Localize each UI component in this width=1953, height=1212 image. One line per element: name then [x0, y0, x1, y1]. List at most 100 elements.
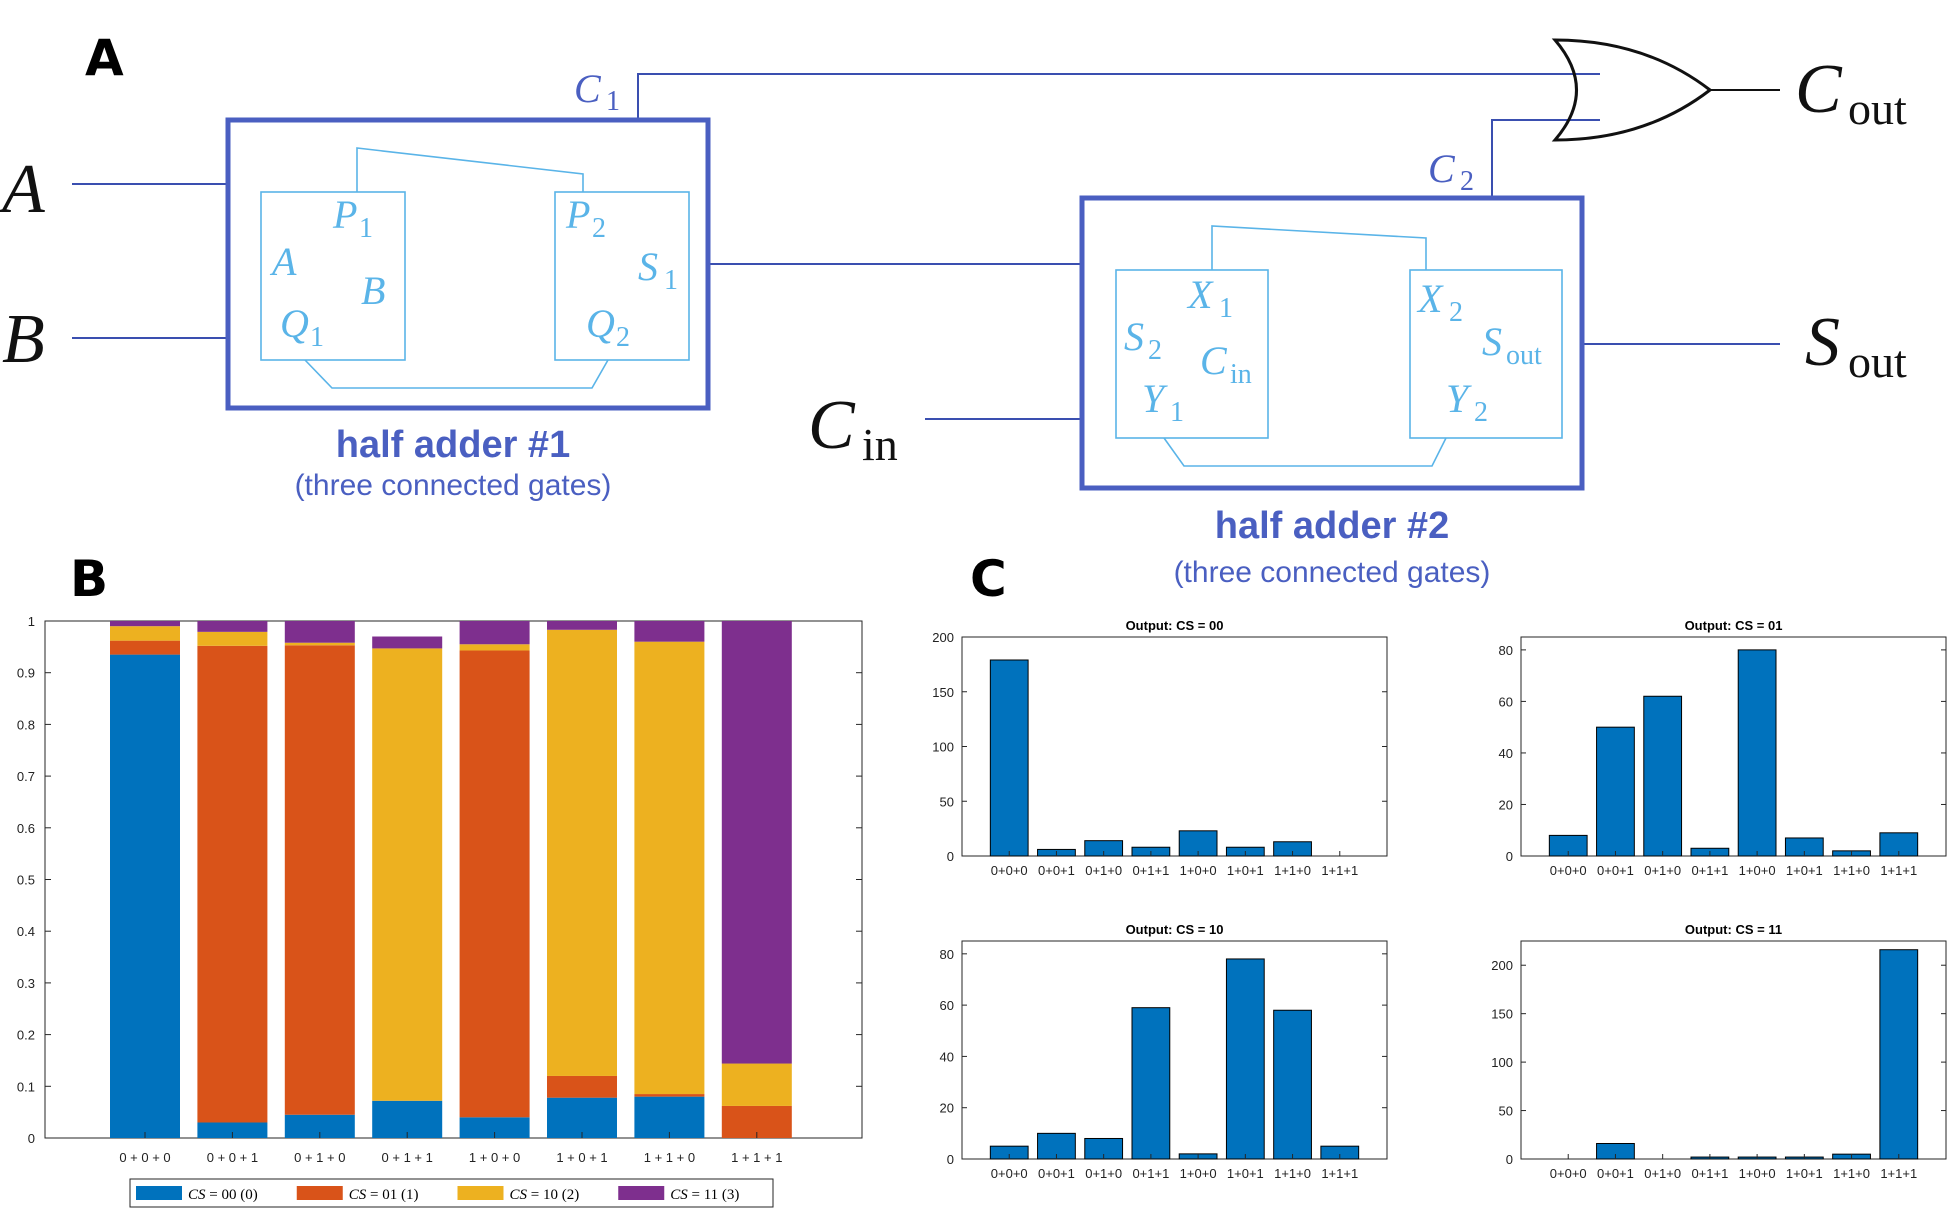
- chart-b-legend-swatch: [457, 1186, 504, 1200]
- chart-b-ytick-label: 0.8: [17, 717, 35, 732]
- svg-text:2: 2: [1460, 166, 1474, 197]
- chart-b-bar-segment: [372, 648, 443, 1101]
- chart-c-xtick-label: 0+1+0: [1644, 863, 1681, 878]
- chart-b-bar-segment: [110, 626, 180, 641]
- chart-b-bar-segment: [110, 640, 180, 655]
- svg-text:P: P: [332, 192, 357, 237]
- panel-a-letter: A: [85, 29, 124, 87]
- chart-b-legend-box: [129, 1178, 774, 1208]
- chart-b-xtick-label: 1 + 0 + 0: [469, 1150, 520, 1165]
- chart-b-legend-swatch: [618, 1186, 665, 1200]
- chart-c-bar: [1737, 649, 1777, 857]
- chart-c-xtick-label: 1+0+1: [1227, 863, 1264, 878]
- chart-c-xtick-label: 1+1+0: [1833, 863, 1870, 878]
- chart-c-ytick-label: 80: [940, 947, 954, 962]
- chart-c-title: Output: CS = 10: [1126, 922, 1224, 937]
- chart-c-title: Output: CS = 11: [1685, 922, 1782, 937]
- chart-b-legend-swatch: [296, 1186, 343, 1200]
- svg-text:2: 2: [592, 213, 606, 244]
- chart-b-bar-segment: [197, 631, 268, 646]
- svg-text:C: C: [1200, 338, 1228, 383]
- chart-b-xtick-label: 1 + 1 + 0: [644, 1150, 695, 1165]
- svg-text:Y: Y: [1142, 376, 1168, 421]
- panel-b-letter: B: [70, 550, 108, 608]
- chart-b-bar-segment: [634, 641, 705, 1095]
- chart-b-legend-label: CS = 00 (0): [188, 1187, 258, 1203]
- chart-c-xtick-label: 0+1+1: [1132, 863, 1169, 878]
- chart-b-bar-segment: [634, 1094, 705, 1097]
- chart-c-bar: [1131, 1007, 1171, 1160]
- chart-c-ytick-label: 0: [947, 849, 954, 864]
- wire-c2: [1491, 119, 1600, 198]
- chart-b-xtick-label: 0 + 0 + 1: [207, 1150, 258, 1165]
- chart-b-bar-segment: [547, 629, 617, 1076]
- svg-text:C: C: [574, 66, 602, 111]
- svg-text:2: 2: [1148, 335, 1162, 366]
- chart-c-ytick-label: 80: [1499, 643, 1513, 658]
- half-adder-2-subtitle: (three connected gates): [1174, 556, 1491, 589]
- wire-c1: [637, 73, 1600, 118]
- svg-text:in: in: [1230, 359, 1252, 390]
- chart-c-xtick-label: 1+0+0: [1180, 1166, 1217, 1181]
- or-gate: [1551, 38, 1713, 142]
- chart-c-ytick-label: 20: [940, 1101, 954, 1116]
- ha1-link-p: [356, 147, 584, 192]
- chart-b-bar-segment: [459, 644, 530, 651]
- chart-c-xtick-label: 0+0+1: [1597, 1166, 1634, 1181]
- chart-b-bar-segment: [284, 621, 355, 643]
- circuit-wires: [72, 73, 1780, 420]
- chart-c-xtick-label: 1+1+0: [1833, 1166, 1870, 1181]
- chart-c-xtick-label: 0+1+0: [1085, 863, 1122, 878]
- chart-c-xtick-label: 0+0+0: [1550, 1166, 1587, 1181]
- chart-b-ytick-label: 0.5: [17, 873, 35, 888]
- chart-b-ytick-label: 0.4: [17, 924, 35, 939]
- chart-b-legend-swatch: [136, 1186, 182, 1200]
- panel-c-letter: C: [970, 550, 1007, 608]
- wire-c2-label: C 2: [1428, 146, 1474, 197]
- input-a-label: A: [0, 151, 45, 228]
- chart-b-bar-segment: [372, 636, 443, 649]
- chart-c-xtick-label: 1+0+1: [1786, 863, 1823, 878]
- chart-b-xtick-label: 1 + 1 + 1: [731, 1150, 782, 1165]
- chart-b-ytick-label: 0.9: [17, 666, 35, 681]
- chart-c-bar: [989, 659, 1029, 857]
- chart-c-xtick-label: 0+0+0: [991, 863, 1028, 878]
- svg-text:out: out: [1848, 83, 1907, 134]
- ha2-gate-1: [1115, 269, 1269, 439]
- chart-c-xtick-label: 0+0+0: [991, 1166, 1028, 1181]
- chart-b-bar-segment: [197, 621, 268, 632]
- chart-b-ytick-label: 0.1: [17, 1079, 35, 1094]
- chart-c-ytick-label: 60: [940, 998, 954, 1013]
- chart-c-xtick-label: 1+0+0: [1739, 1166, 1776, 1181]
- svg-text:S: S: [638, 244, 658, 289]
- chart-c-xtick-label: 0+0+1: [1038, 1166, 1075, 1181]
- svg-text:out: out: [1848, 336, 1907, 387]
- chart-b-xtick-label: 1 + 0 + 1: [556, 1150, 607, 1165]
- chart-c-axes-box: [1520, 636, 1947, 857]
- chart-b-bar-segment: [284, 645, 355, 1115]
- chart-b-legend-label: CS = 10 (2): [510, 1187, 580, 1203]
- chart-c-ytick-label: 50: [940, 794, 954, 809]
- chart-c-xtick-label: 0+0+1: [1597, 863, 1634, 878]
- half-adder-2-box: [1079, 195, 1585, 491]
- ha1-gate-2: [554, 191, 690, 361]
- chart-c-xtick-label: 0+1+1: [1691, 863, 1728, 878]
- chart-c-bar: [1225, 958, 1265, 1160]
- chart-b-ytick-label: 1: [28, 614, 35, 629]
- svg-text:1: 1: [310, 322, 324, 353]
- half-adder-2-title: half adder #2: [1215, 505, 1449, 547]
- svg-text:Q: Q: [280, 301, 309, 346]
- svg-text:1: 1: [359, 213, 373, 244]
- chart-c-ytick-label: 100: [932, 740, 954, 755]
